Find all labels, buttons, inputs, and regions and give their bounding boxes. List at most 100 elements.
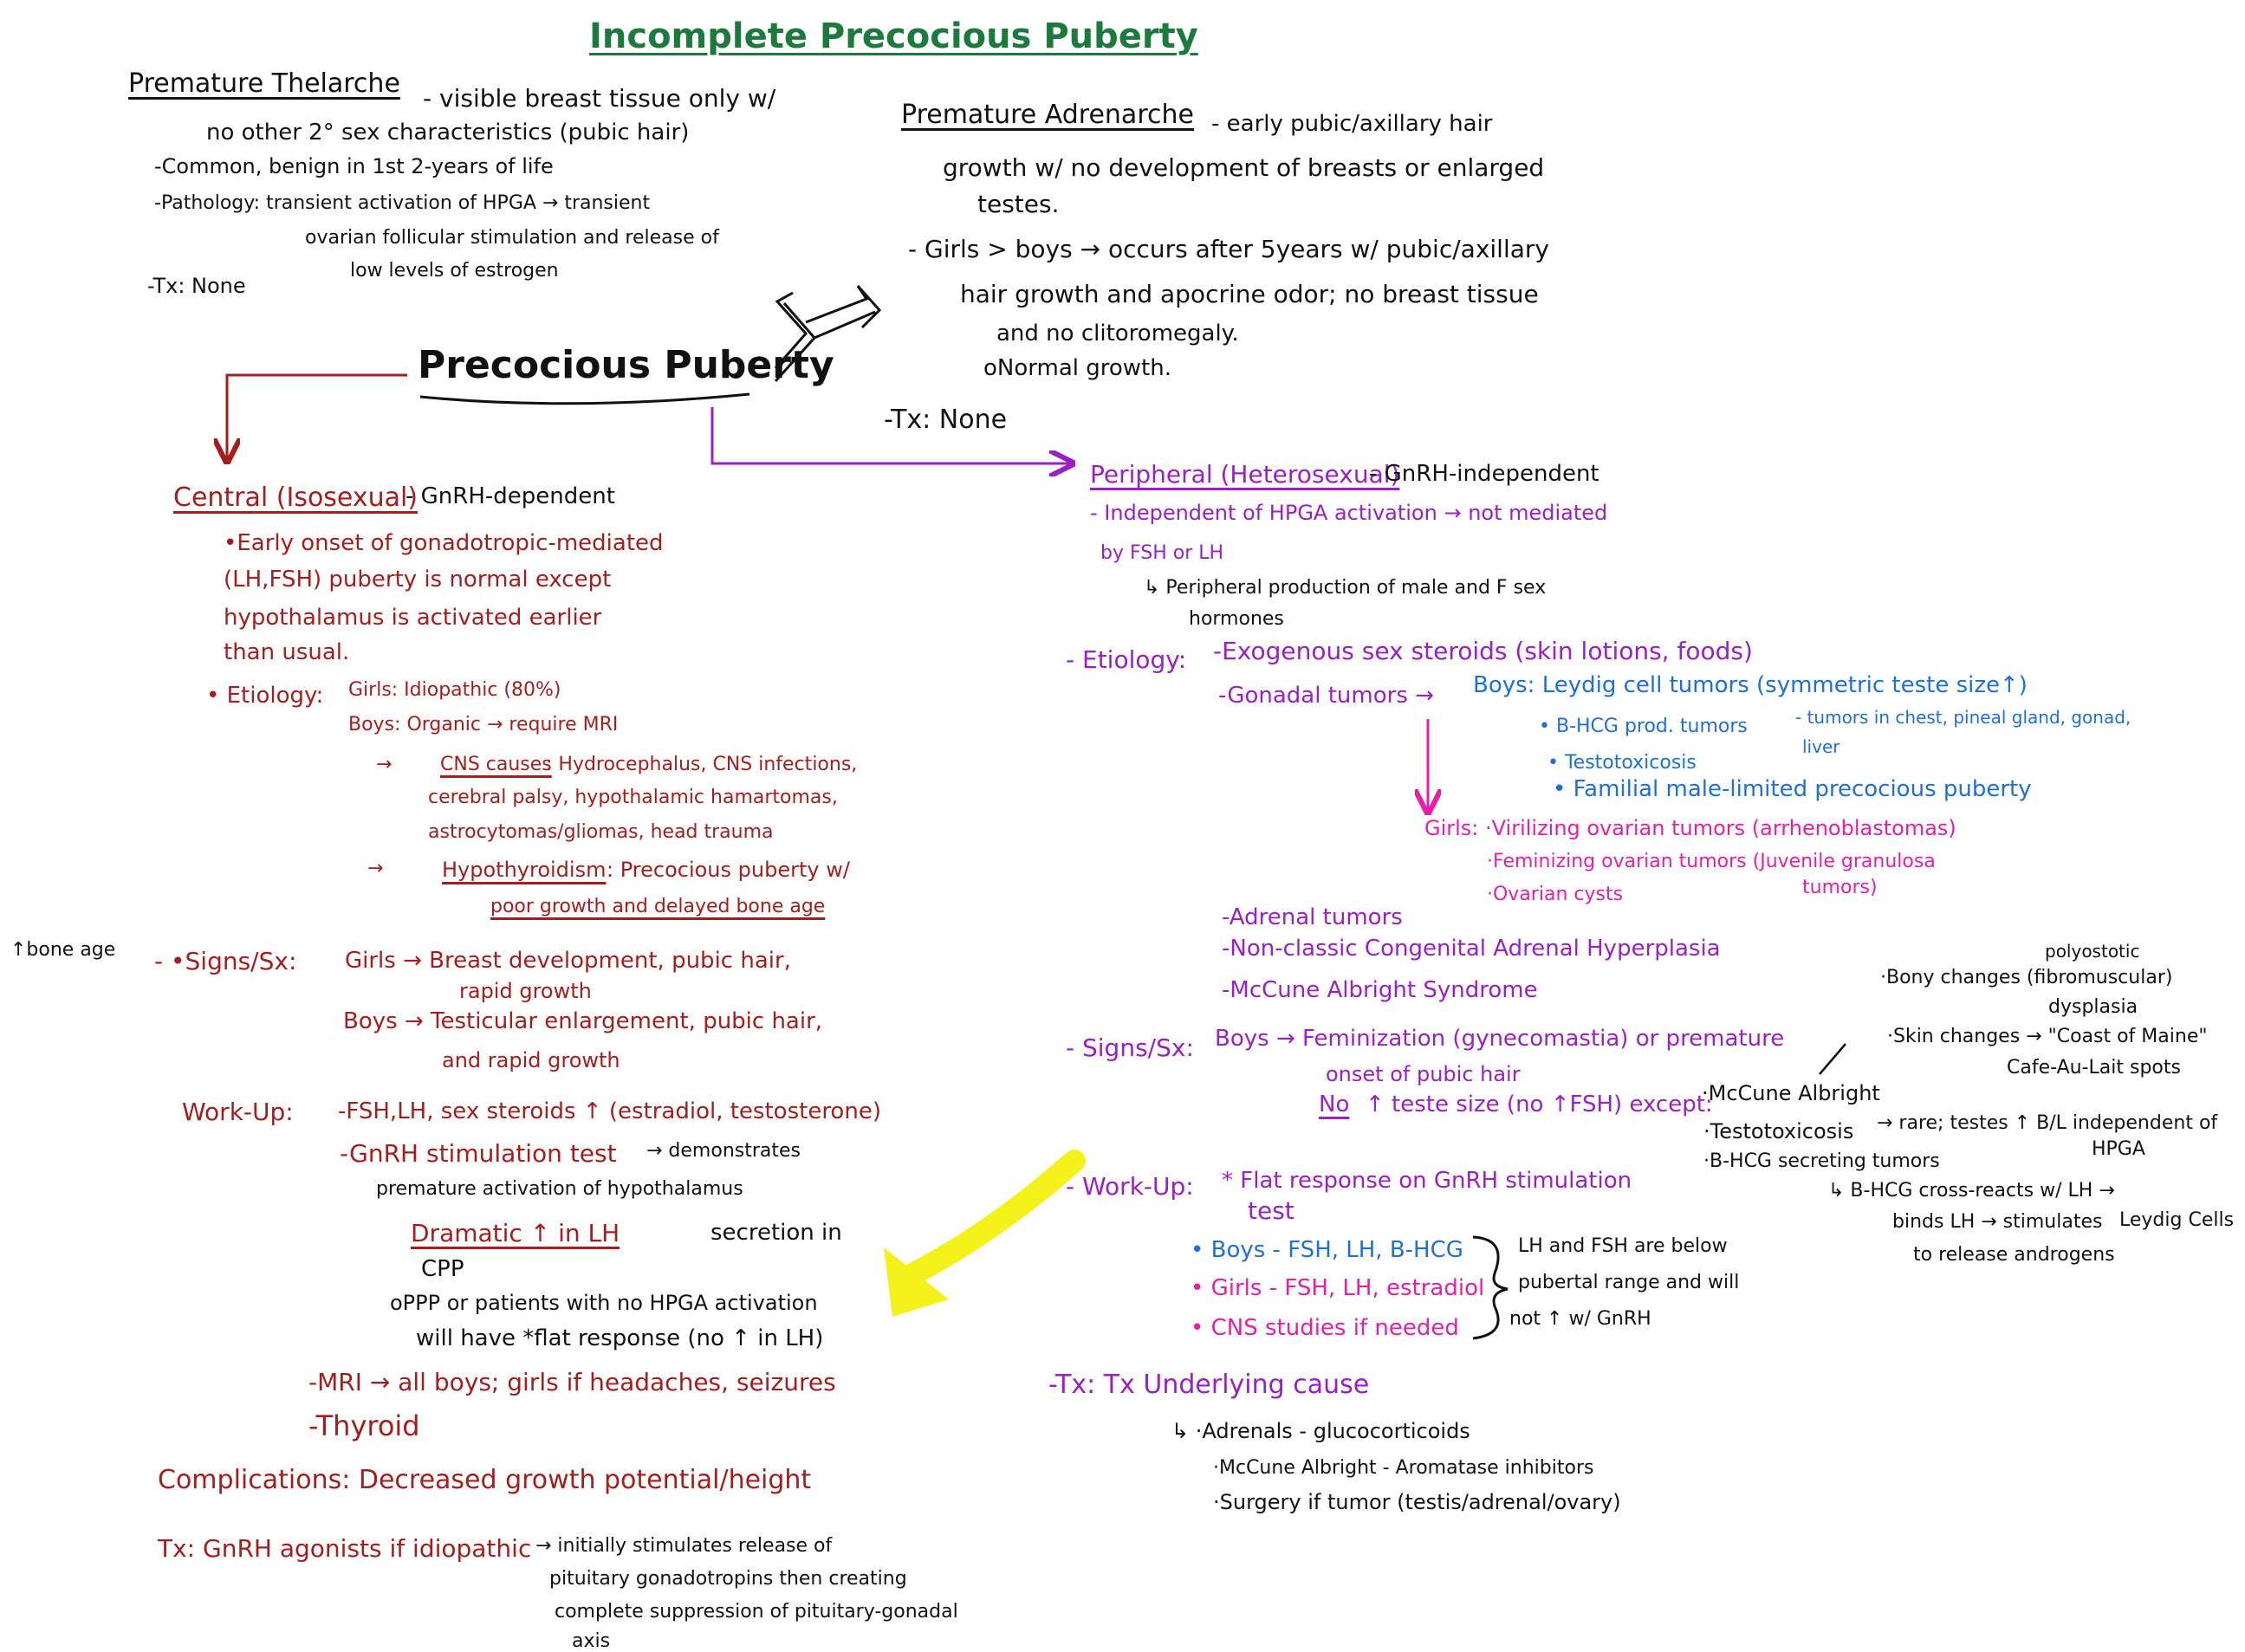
central-signs-label: - •Signs/Sx: — [154, 947, 297, 975]
adrenarche-line: - Girls > boys → occurs after 5years w/ … — [908, 235, 1549, 263]
central-workup: will have *flat response (no ↑ in LH) — [416, 1325, 824, 1351]
gonadal-girls: tumors) — [1802, 877, 1878, 898]
workup-note: pubertal range and will — [1518, 1272, 1740, 1293]
peripheral-tx: ·McCune Albright - Aromatase inhibitors — [1213, 1457, 1594, 1479]
cns-causes: astrocytomas/gliomas, head trauma — [428, 821, 774, 843]
peripheral-heading-suffix: - GnRH-independent — [1369, 461, 1599, 487]
peripheral-etiology: -Exogenous sex steroids (skin lotions, f… — [1213, 637, 1753, 665]
mccune-exception: ·Testotoxicosis — [1703, 1119, 1854, 1143]
gonadal-boys: Boys: Leydig cell tumors (symmetric test… — [1473, 672, 2028, 698]
thelarche-heading: Premature Thelarche — [128, 68, 400, 99]
central-workup: → demonstrates — [646, 1140, 801, 1162]
peripheral-tx: ↳ ·Adrenals - glucocorticoids — [1171, 1419, 1470, 1443]
thelarche-line: -Common, benign in 1st 2-years of life — [154, 154, 554, 178]
hypothyroidism-text: poor growth and delayed bone age — [490, 896, 826, 917]
gonadal-boys: - tumors in chest, pineal gland, gonad, — [1795, 707, 2131, 728]
central-tx-label: Tx: GnRH agonists if idiopathic — [158, 1534, 532, 1563]
peripheral-etiology: -Adrenal tumors — [1222, 904, 1403, 930]
mccune-exception: binds LH → stimulates — [1892, 1211, 2103, 1233]
peripheral-signs: No — [1319, 1092, 1350, 1118]
central-heading-suffix: - GnRH-dependent — [406, 483, 615, 509]
peripheral-signs: ↑ teste size (no ↑FSH) except: — [1366, 1092, 1713, 1118]
mccune-features: ·Skin changes → "Coast of Maine" — [1887, 1026, 2208, 1047]
gonadal-girls: Girls: ·Virilizing ovarian tumors (arrhe… — [1424, 816, 1956, 840]
central-workup: -GnRH stimulation test — [340, 1139, 617, 1168]
page-title: Incomplete Precocious Puberty — [589, 16, 1198, 56]
peripheral-workup-label: - Work-Up: — [1066, 1172, 1194, 1201]
peripheral-etiology-label: - Etiology: — [1066, 645, 1187, 674]
central-etiology-girls: Girls: Idiopathic (80%) — [348, 679, 561, 701]
peripheral-tx-label: -Tx: Tx Underlying cause — [1048, 1370, 1370, 1400]
adrenarche-line: - early pubic/axillary hair — [1211, 111, 1493, 137]
central-complications: Complications: Decreased growth potentia… — [158, 1465, 812, 1495]
central-signs: Boys → Testicular enlargement, pubic hai… — [343, 1008, 823, 1034]
cns-causes-label: CNS causes — [440, 754, 552, 775]
mccune-exception: ·McCune Albright — [1702, 1081, 1880, 1105]
adrenarche-line: hair growth and apocrine odor; no breast… — [960, 280, 1539, 308]
arrow-to-central — [227, 373, 407, 459]
gonadal-girls: ·Feminizing ovarian tumors (Juvenile gra… — [1487, 851, 1936, 872]
central-signs: rapid growth — [459, 979, 592, 1003]
peripheral-signs: onset of pubic hair — [1326, 1062, 1521, 1086]
mccune-features: ·Bony changes (fibromuscular) — [1880, 967, 2173, 988]
center-title: Precocious Puberty — [418, 343, 834, 387]
peripheral-tx: ·Surgery if tumor (testis/adrenal/ovary) — [1213, 1490, 1621, 1514]
central-tx: axis — [572, 1630, 611, 1652]
mccune-features: polyostotic — [2045, 941, 2140, 962]
central-tx: complete suppression of pituitary-gonada… — [555, 1601, 958, 1623]
central-desc: hypothalamus is activated earlier — [224, 605, 602, 631]
mccune-exception: Leydig Cells — [2119, 1209, 2235, 1231]
central-signs: Girls → Breast development, pubic hair, — [345, 948, 791, 974]
central-workup: -MRI → all boys; girls if headaches, sei… — [308, 1368, 836, 1396]
adrenarche-line: -Tx: None — [884, 405, 1008, 435]
adrenarche-line: oNormal growth. — [983, 355, 1171, 381]
workup-note: not ↑ w/ GnRH — [1509, 1308, 1651, 1330]
adrenarche-line: growth w/ no development of breasts or e… — [943, 153, 1545, 182]
gonadal-boys: liver — [1802, 736, 1840, 757]
central-desc: (LH,FSH) puberty is normal except — [224, 567, 612, 593]
gonadal-boys: • Testotoxicosis — [1547, 752, 1697, 774]
peripheral-heading: Peripheral (Heterosexual) — [1090, 460, 1400, 489]
peripheral-signs-label: - Signs/Sx: — [1066, 1033, 1194, 1062]
central-workup: -Thyroid — [308, 1409, 420, 1442]
mccune-exception: HPGA — [2092, 1138, 2145, 1160]
mccune-exception: ↳ B-HCG cross-reacts w/ LH → — [1828, 1180, 2115, 1202]
peripheral-workup: test — [1248, 1196, 1294, 1225]
central-heading: Central (Isosexual) — [173, 483, 419, 513]
central-workup: secretion in — [710, 1220, 842, 1246]
peripheral-workup-cns: • CNS studies if needed — [1191, 1315, 1459, 1341]
gonadal-boys: • Familial male-limited precocious puber… — [1553, 776, 2032, 802]
hypothyroidism-text: : Precocious puberty w/ — [607, 858, 850, 882]
peripheral-indep: - Independent of HPGA activation → not m… — [1090, 501, 1608, 525]
peripheral-indep: hormones — [1189, 608, 1284, 630]
peripheral-indep: by FSH or LH — [1100, 542, 1224, 564]
central-desc: •Early onset of gonadotropic-mediated — [224, 530, 664, 556]
cns-causes: : Hydrocephalus, CNS infections, — [546, 754, 858, 775]
mccune-exception: to release androgens — [1913, 1244, 2115, 1266]
central-workup: premature activation of hypothalamus — [376, 1178, 743, 1200]
peripheral-workup-boys: • Boys - FSH, LH, B-HCG — [1191, 1237, 1463, 1263]
peripheral-etiology: -Non-classic Congenital Adrenal Hyperpla… — [1222, 936, 1721, 962]
thelarche-line: low levels of estrogen — [350, 260, 559, 282]
adrenarche-line: testes. — [977, 190, 1060, 218]
peripheral-etiology: -Gonadal tumors → — [1218, 683, 1434, 709]
mccune-exception: ·B-HCG secreting tumors — [1703, 1150, 1940, 1172]
mccune-exception: → rare; testes ↑ B/L independent of — [1877, 1112, 2218, 1134]
peripheral-workup-girls: • Girls - FSH, LH, estradiol — [1191, 1275, 1485, 1301]
adrenarche-line: and no clitoromegaly. — [996, 321, 1239, 347]
yellow-highlight-arrow — [903, 1150, 1086, 1285]
thelarche-line: -Tx: None — [147, 274, 246, 298]
peripheral-workup: * Flat response on GnRH stimulation — [1222, 1168, 1632, 1194]
thelarche-line: - visible breast tissue only w/ — [423, 84, 776, 113]
mccune-features: Cafe-Au-Lait spots — [2007, 1057, 2181, 1079]
thelarche-line: ovarian follicular stimulation and relea… — [305, 227, 719, 249]
central-workup: -FSH,LH, sex steroids ↑ (estradiol, test… — [338, 1098, 881, 1124]
thelarche-line: no other 2° sex characteristics (pubic h… — [206, 120, 690, 146]
central-workup: Dramatic ↑ in LH — [411, 1219, 620, 1247]
mccune-features: dysplasia — [2048, 996, 2138, 1018]
workup-note: LH and FSH are below — [1518, 1235, 1728, 1257]
central-etiology-label: • Etiology: — [206, 683, 324, 709]
central-signs: and rapid growth — [442, 1048, 620, 1072]
central-etiology-boys: Boys: Organic → require MRI — [348, 714, 619, 735]
